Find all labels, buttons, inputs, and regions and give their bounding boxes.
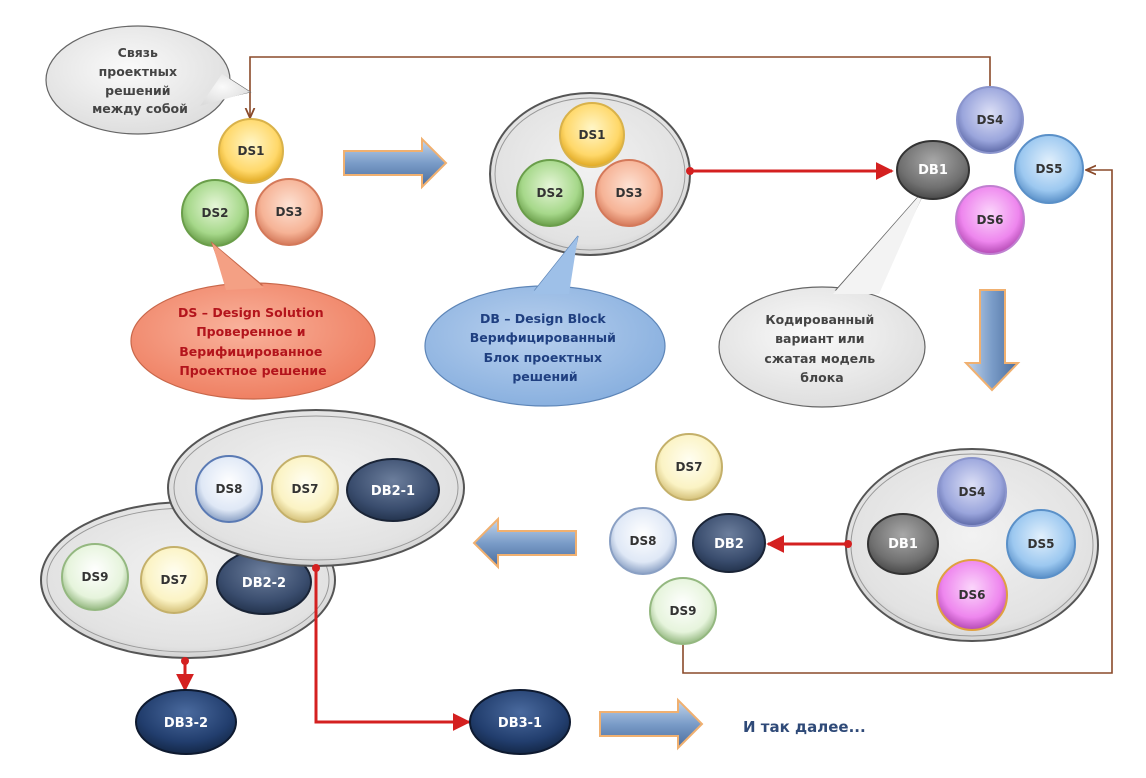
connector-to-db3-2: [176, 657, 194, 692]
node-ds3-mid: DS3: [595, 159, 663, 227]
flow-arrow-down: [963, 289, 1021, 392]
node-ds2-mid-label: DS2: [537, 186, 564, 200]
node-ds5-bottom-label: DS5: [1028, 537, 1055, 551]
connector-top-feedback: [250, 56, 991, 118]
flow-arrow-left: [472, 516, 577, 570]
callout-db: DB – Design Block Верифицированный Блок …: [424, 235, 666, 407]
node-ds1-mid: DS1: [559, 102, 625, 168]
svg-text:DS – Design Solution Про: DS – Design Solution Проверенное и Вериф…: [178, 305, 328, 378]
node-ds5-top-label: DS5: [1036, 162, 1063, 176]
callout-db-line-4: решений: [512, 369, 577, 384]
connector-right-feedback: [682, 170, 1113, 674]
svg-text:DB – Design Block Верифи: DB – Design Block Верифицированный Блок …: [470, 311, 620, 384]
node-db2-1: DB2-1: [346, 458, 440, 522]
node-ds4-top-label: DS4: [977, 113, 1004, 127]
callout-db-line-3: Блок проектных: [484, 350, 603, 365]
node-ds5-bottom: DS5: [1006, 509, 1076, 579]
node-ds8-right-label: DS8: [630, 534, 657, 548]
node-db2-2-label: DB2-2: [242, 576, 286, 591]
callout-link-line-4: между собой: [92, 101, 188, 116]
node-ds4-top: DS4: [956, 86, 1024, 154]
node-ds6-bottom: DS6: [936, 559, 1008, 631]
node-db2-label: DB2: [714, 537, 744, 552]
callout-db-line-2: Верифицированный: [470, 330, 616, 345]
node-ds2-mid: DS2: [516, 159, 584, 227]
node-db2-1-label: DB2-1: [371, 484, 415, 499]
callout-ds-line-2: Проверенное и: [196, 324, 305, 339]
callout-coded-line-1: Кодированный: [765, 312, 874, 327]
svg-text:Связь проектных ре: Связь проектных решений между собой: [92, 45, 188, 116]
node-ds9-left: DS9: [61, 543, 129, 611]
callout-ds-line-4: Проектное решение: [179, 363, 326, 378]
node-ds9-left-label: DS9: [82, 570, 109, 584]
node-ds3-mid-label: DS3: [616, 186, 643, 200]
callout-link-line-1: Связь: [118, 45, 158, 60]
connector-to-db3-1: [312, 564, 471, 731]
node-ds1-mid-label: DS1: [579, 128, 606, 142]
node-ds6-top: DS6: [955, 185, 1025, 255]
callout-link-line-3: решений: [105, 83, 170, 98]
container-db1-bottom: [845, 448, 1099, 642]
node-db1-bottom: DB1: [867, 513, 939, 575]
node-ds7-right-label: DS7: [676, 460, 703, 474]
node-ds7-top-left-label: DS7: [292, 482, 319, 496]
node-ds6-top-label: DS6: [977, 213, 1004, 227]
node-db2: DB2: [692, 513, 766, 573]
node-db3-1-label: DB3-1: [498, 716, 542, 731]
callout-coded: Кодированный вариант или сжатая модель б…: [718, 187, 927, 408]
callout-db-line-1: DB – Design Block: [480, 311, 606, 326]
callout-coded-line-3: сжатая модель: [764, 351, 875, 366]
node-db3-1: DB3-1: [469, 689, 571, 755]
callout-coded-line-4: блока: [800, 370, 843, 385]
node-ds2-top: DS2: [181, 179, 249, 247]
callout-ds-line-1: DS – Design Solution: [178, 305, 324, 320]
node-ds7-left: DS7: [140, 546, 208, 614]
node-ds7-top-left: DS7: [271, 455, 339, 523]
node-ds6-bottom-label: DS6: [959, 588, 986, 602]
node-ds8-left-label: DS8: [216, 482, 243, 496]
etc-label: И так далее...: [743, 718, 866, 736]
node-db1-top-label: DB1: [918, 163, 948, 178]
node-ds4-bottom: DS4: [937, 457, 1007, 527]
callout-link-line-2: проектных: [99, 64, 177, 79]
callout-ds-line-3: Верифицированное: [179, 344, 322, 359]
node-db1-top: DB1: [896, 140, 970, 200]
callout-ds: DS – Design Solution Проверенное и Вериф…: [130, 241, 376, 400]
node-db1-bottom-label: DB1: [888, 537, 918, 552]
node-ds1-top: DS1: [218, 118, 284, 184]
node-ds3-top-label: DS3: [276, 205, 303, 219]
node-ds5-top: DS5: [1014, 134, 1084, 204]
flow-arrow-right-1: [343, 136, 448, 190]
node-db3-2-label: DB3-2: [164, 716, 208, 731]
node-ds4-bottom-label: DS4: [959, 485, 986, 499]
node-ds3-top: DS3: [255, 178, 323, 246]
flow-arrow-right-2: [599, 697, 704, 751]
node-ds7-left-label: DS7: [161, 573, 188, 587]
node-ds8-right: DS8: [609, 507, 677, 575]
connector-container-to-db2: [766, 535, 852, 553]
node-ds7-right: DS7: [655, 433, 723, 501]
connector-container-to-db1: [686, 162, 894, 180]
svg-text:Кодированный вариант или: Кодированный вариант или сжатая модель б…: [764, 312, 879, 385]
node-ds8-left: DS8: [195, 455, 263, 523]
node-ds2-top-label: DS2: [202, 206, 229, 220]
node-ds9-right: DS9: [649, 577, 717, 645]
node-ds9-right-label: DS9: [670, 604, 697, 618]
node-ds1-top-label: DS1: [238, 144, 265, 158]
callout-link: Связь проектных решений между собой: [45, 25, 252, 135]
callout-coded-line-2: вариант или: [775, 331, 864, 346]
node-db3-2: DB3-2: [135, 689, 237, 755]
